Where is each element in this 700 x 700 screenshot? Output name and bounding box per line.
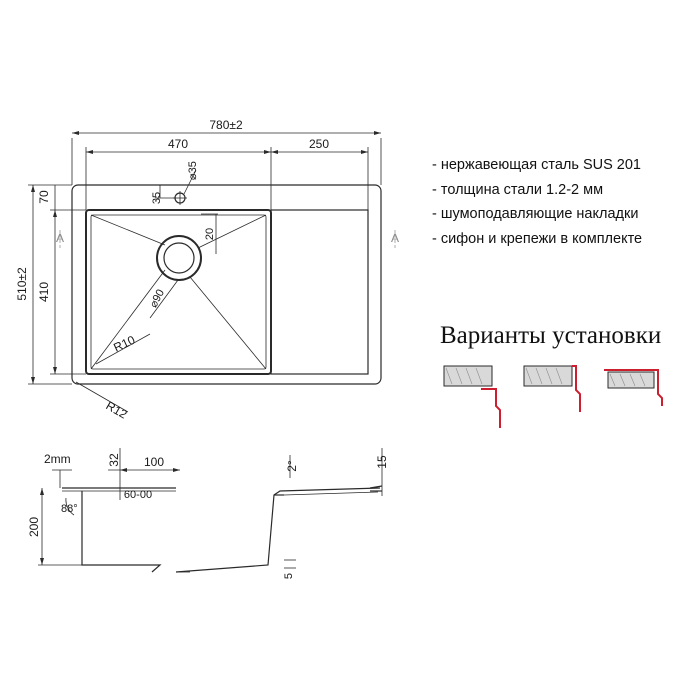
feature-item: - шумоподавляющие накладки xyxy=(432,206,639,222)
drain-outline xyxy=(156,235,202,281)
bowl-depth-label: 410 xyxy=(37,282,51,302)
bowl-section-right xyxy=(175,487,381,573)
overall-depth-label: 510±2 xyxy=(15,267,29,301)
rim-offset-label: 100 xyxy=(144,455,164,469)
feature-item: - толщина стали 1.2-2 мм xyxy=(432,181,604,198)
features-list: - нержавеющая сталь SUS 201 - толщина ст… xyxy=(432,153,642,251)
slope-label: 2° xyxy=(285,460,299,472)
feature-item: - сифон и крепежи в комплекте xyxy=(432,230,643,247)
top-offset-label: 70 xyxy=(37,190,51,204)
drain-strainer xyxy=(163,242,195,274)
sink-outline xyxy=(71,184,382,385)
feature-item: - нержавеющая сталь SUS 201 xyxy=(432,157,641,173)
small-dimension-label: 5 xyxy=(283,573,295,579)
tap-offset-label: 35 xyxy=(151,192,163,204)
drain-offset-label: 20 xyxy=(204,228,216,240)
section-mark-right: A xyxy=(391,231,399,245)
section-mark-left: A xyxy=(56,231,64,245)
drainboard-width-label: 250 xyxy=(309,137,329,151)
bowl-height-label: 200 xyxy=(27,517,41,537)
bowl-width-label: 470 xyxy=(168,137,188,151)
install-variant-overmount xyxy=(604,369,663,406)
install-variant-undermount xyxy=(443,365,501,428)
angle-label: 88° xyxy=(61,503,78,515)
drainboard-outline xyxy=(270,209,369,375)
drain-height-label: 15 xyxy=(375,455,389,469)
thickness-label: 2mm xyxy=(44,452,71,466)
section-mark: 60-00 xyxy=(124,489,152,501)
overall-width-label: 780±2 xyxy=(209,118,243,132)
rim-label: 32 xyxy=(107,453,121,467)
install-variant-flush xyxy=(523,365,581,412)
bowl-section-left xyxy=(81,491,162,573)
section-view: 2mm 88° 200 32 100 60-00 2° xyxy=(27,448,389,579)
outer-radius-label: R12 xyxy=(104,398,130,421)
tap-hole-label: ⌀35 xyxy=(187,161,199,180)
install-variants xyxy=(443,365,663,428)
install-variants-title: Варианты установки xyxy=(440,322,662,349)
top-view: 780±2 470 250 ⌀35 35 xyxy=(15,118,399,422)
